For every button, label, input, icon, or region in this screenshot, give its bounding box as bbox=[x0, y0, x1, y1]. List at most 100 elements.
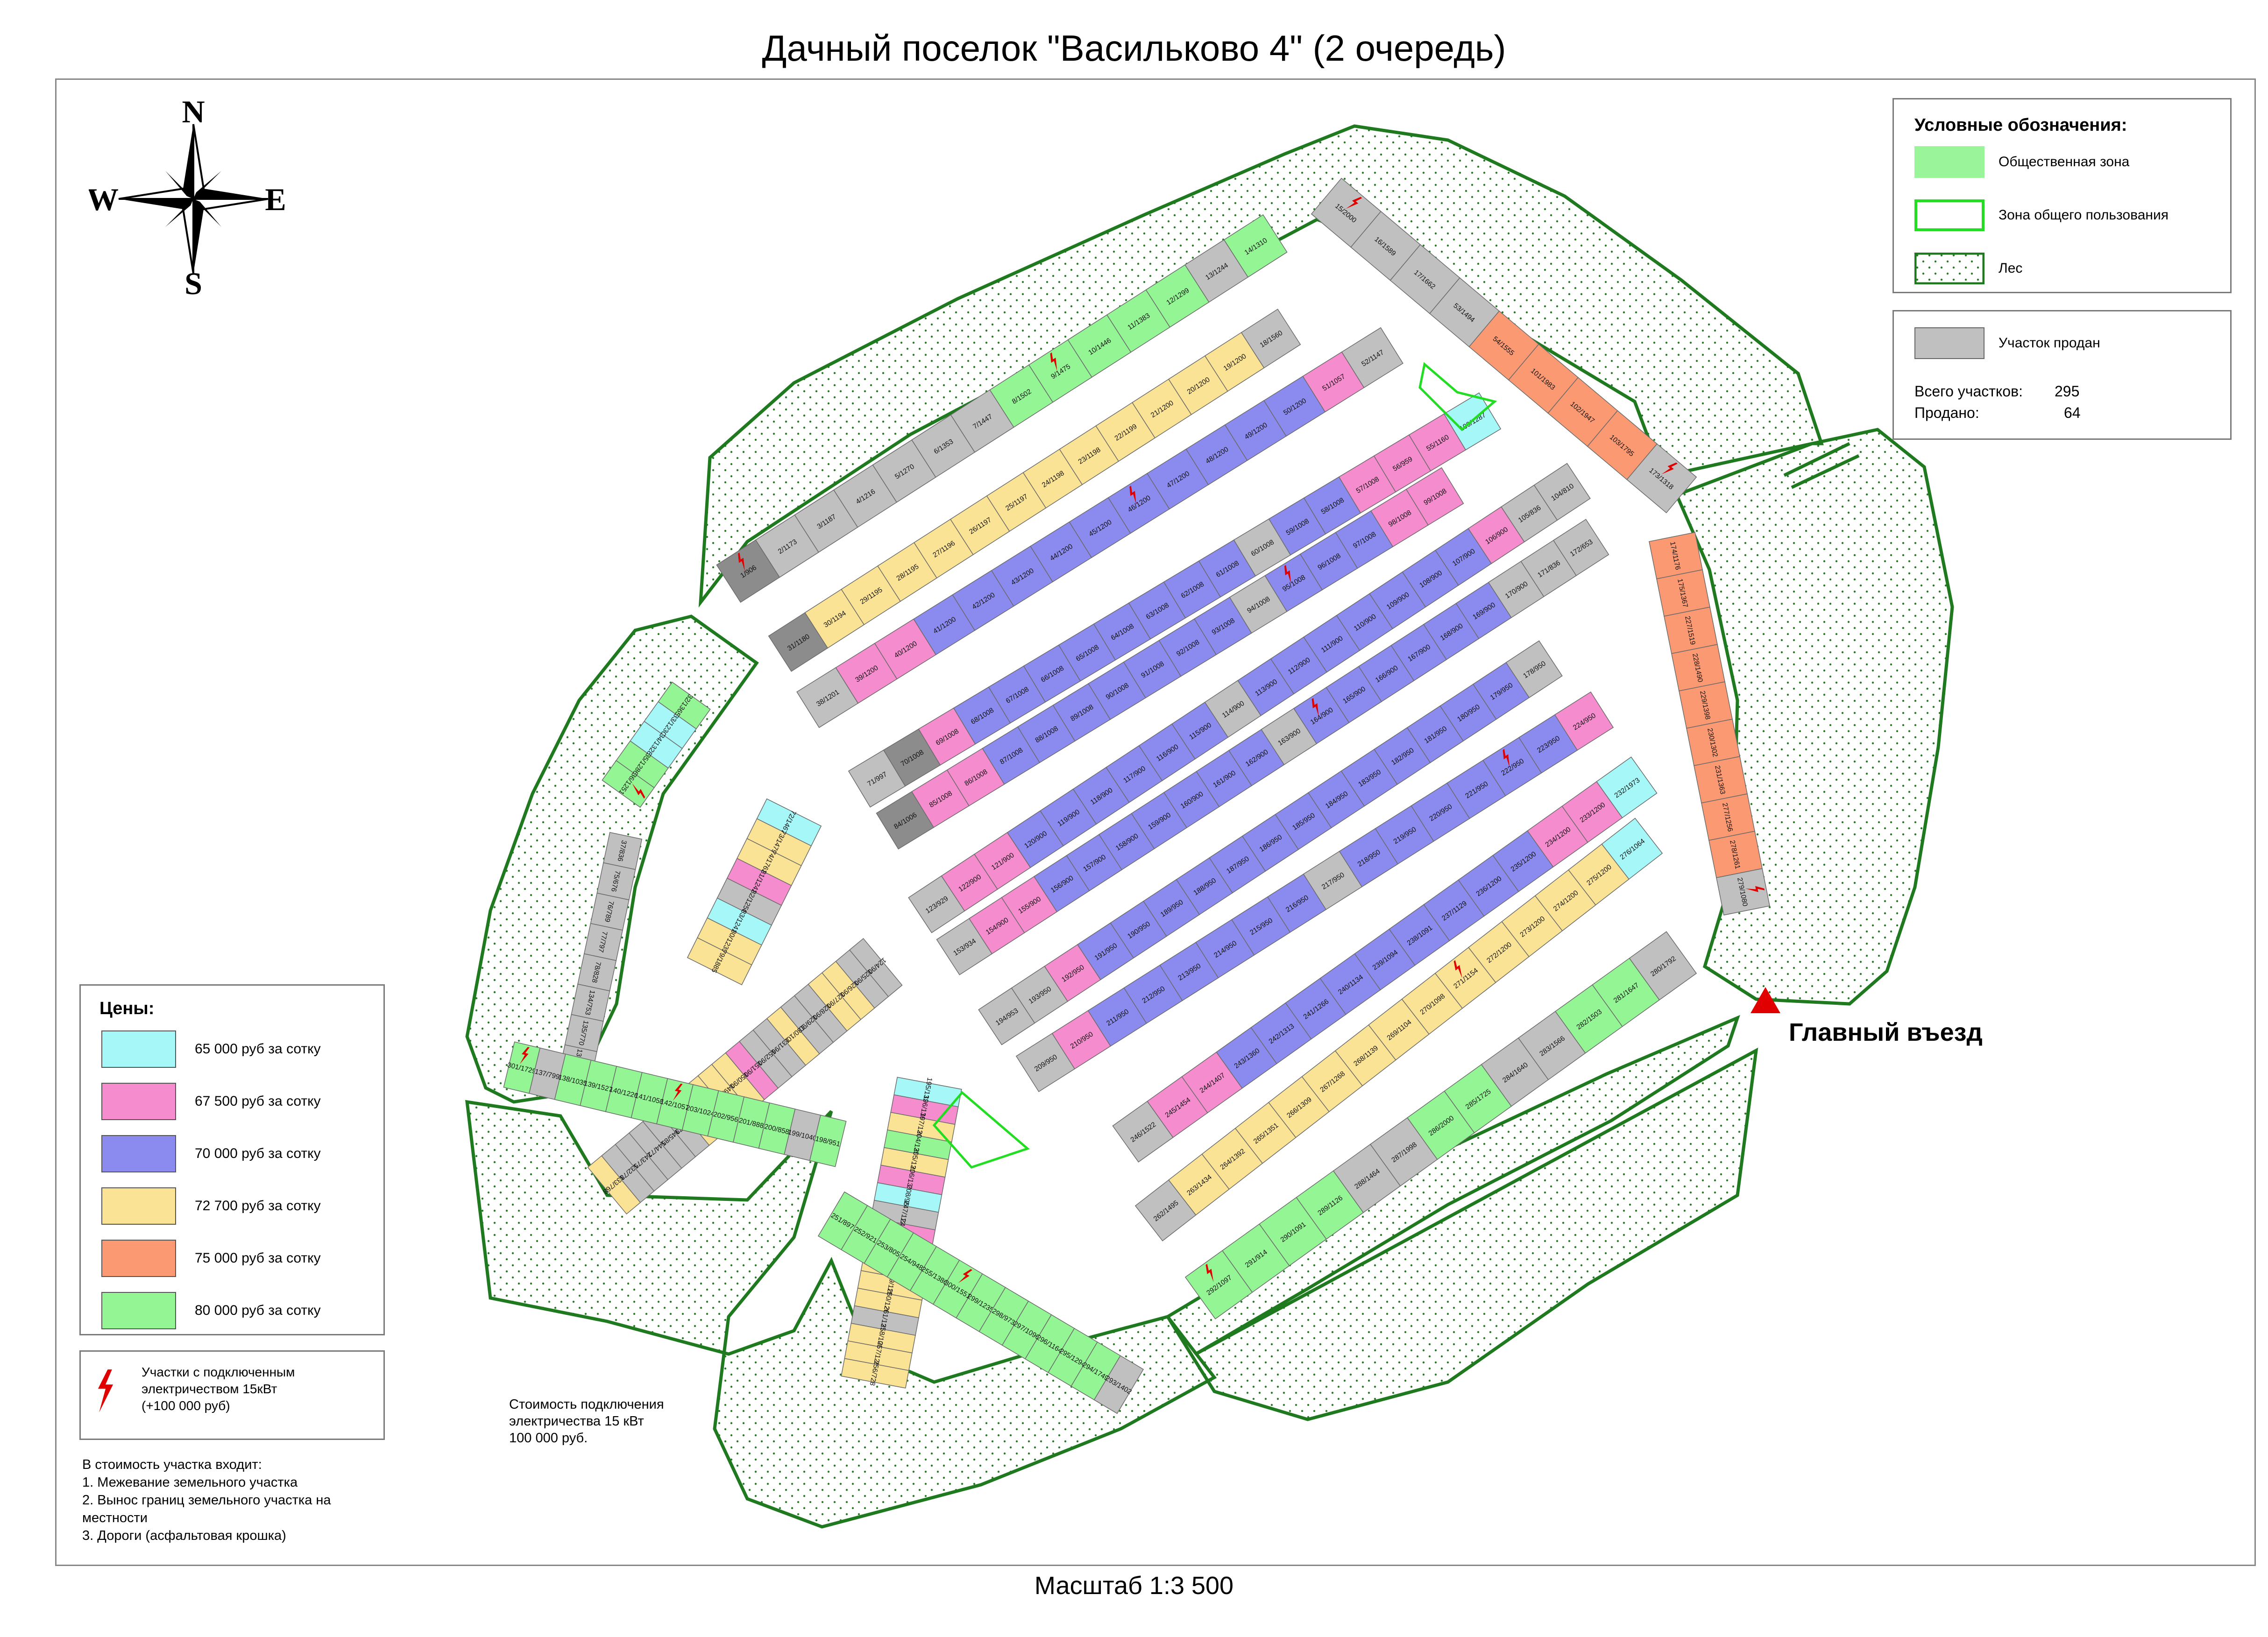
plot-parcel[interactable] bbox=[1554, 691, 1614, 751]
plot-parcel[interactable] bbox=[1093, 1355, 1144, 1414]
price-swatch bbox=[101, 1240, 176, 1277]
plot-parcel[interactable] bbox=[1533, 463, 1591, 521]
legend-item-sold: Участок продан bbox=[1914, 327, 2100, 359]
connection-cost-line: Стоимость подключения bbox=[509, 1397, 664, 1412]
price-legend-panel: Цены: 65 000 руб за сотку 67 500 руб за … bbox=[79, 984, 385, 1335]
plot-parcel[interactable] bbox=[1240, 309, 1301, 368]
price-item: 75 000 руб за сотку bbox=[101, 1240, 321, 1277]
includes-title: В стоимость участка входит: bbox=[82, 1457, 262, 1472]
legend-item-public-zone: Общественная зона bbox=[1914, 146, 2129, 178]
legend-swatch-forest bbox=[1914, 252, 1985, 285]
connection-cost-line: электричества 15 кВт bbox=[509, 1414, 644, 1429]
price-label: 80 000 руб за сотку bbox=[195, 1303, 321, 1318]
main-entrance-label: Главный въезд bbox=[1789, 1018, 1983, 1046]
price-swatch bbox=[101, 1083, 176, 1120]
legend-item-forest: Лес bbox=[1914, 252, 2023, 285]
page-title: Дачный поселок "Васильково 4" (2 очередь… bbox=[762, 28, 1506, 69]
forest-pattern-icon bbox=[1914, 252, 1985, 285]
main-entrance-marker bbox=[1751, 987, 1780, 1013]
connection-cost-line: 100 000 руб. bbox=[509, 1431, 588, 1446]
price-swatch bbox=[101, 1135, 176, 1172]
plot-row-row-west-mid: 72/146773/147974/176381/124282/125083/12… bbox=[687, 798, 822, 986]
plot-row-row-e-bottom: 246/1522245/1454244/1407243/1360242/1313… bbox=[1112, 756, 1658, 1163]
plot-row-row-c-top: 84/100685/100886/100887/100888/100889/10… bbox=[876, 467, 1464, 850]
price-label: 67 500 руб за сотку bbox=[195, 1094, 321, 1109]
common-use-zones bbox=[932, 362, 1497, 1169]
plot-row-row-a-top: 1/9062/11733/11874/12165/12706/13537/144… bbox=[716, 214, 1288, 603]
plot-row-row-c-bottom: 123/929122/900121/900120/900119/900118/9… bbox=[908, 463, 1591, 933]
plot-parcel[interactable] bbox=[1629, 931, 1697, 1001]
legend-label: Зона общего пользования bbox=[1999, 207, 2169, 223]
plot-row-row-f-top: 262/1495263/1434264/1392265/1351266/1309… bbox=[1134, 818, 1663, 1242]
legend-swatch-common-zone bbox=[1914, 199, 1984, 231]
plot-row-row-top-right: 15/200016/158917/166253/149454/1555101/1… bbox=[1311, 177, 1697, 514]
plot-parcel[interactable] bbox=[1341, 327, 1403, 388]
plot-parcel[interactable] bbox=[1716, 868, 1770, 916]
legend-swatch-sold bbox=[1914, 327, 1984, 359]
price-item: 70 000 руб за сотку bbox=[101, 1135, 321, 1172]
legend-label: Лес bbox=[1999, 261, 2023, 276]
includes-item: местности bbox=[82, 1510, 148, 1525]
plot-row-row-b-top: 38/120139/120040/120041/120042/120043/12… bbox=[796, 327, 1403, 728]
electricity-legend-line: (+100 000 руб) bbox=[142, 1398, 230, 1413]
map-scale: Масштаб 1:3 500 bbox=[1034, 1572, 1234, 1600]
electricity-legend-text: Участки с подключенным электричеством 15… bbox=[142, 1364, 375, 1414]
plot-row-row-e-top: 209/950210/950211/950212/950213/950214/9… bbox=[1015, 691, 1614, 1093]
price-label: 70 000 руб за сотку bbox=[195, 1146, 321, 1161]
compass-east-label: E bbox=[265, 182, 285, 217]
price-label: 75 000 руб за сотку bbox=[195, 1250, 321, 1266]
price-legend-title: Цены: bbox=[99, 999, 155, 1018]
plot-parcel[interactable] bbox=[809, 1115, 847, 1167]
plot-parcel[interactable] bbox=[1596, 756, 1658, 818]
includes-item: 1. Межевание земельного участка bbox=[82, 1475, 298, 1490]
legend-swatch-public-zone bbox=[1914, 146, 1984, 178]
plot-parcel[interactable] bbox=[1553, 519, 1609, 576]
plot-row-row-d-bottom: 194/953193/950192/950191/950190/950189/9… bbox=[978, 640, 1563, 1045]
plot-parcel[interactable] bbox=[1223, 214, 1288, 278]
sold-plots-value: 64 bbox=[2064, 404, 2081, 421]
plot-parcel[interactable] bbox=[1601, 818, 1663, 880]
plot-row-row-f-bottom: 292/1097291/914290/1091289/1126288/14642… bbox=[1184, 931, 1697, 1319]
legend-label: Участок продан bbox=[1999, 335, 2100, 351]
price-swatch bbox=[101, 1030, 176, 1068]
electricity-legend-panel: Участки с подключенным электричеством 15… bbox=[79, 1350, 385, 1440]
price-item: 72 700 руб за сотку bbox=[101, 1187, 321, 1225]
compass-north-label: N bbox=[182, 98, 205, 129]
plot-row-row-west-edge: 37/83675/67676/78977/79778/828134/753135… bbox=[558, 832, 643, 1083]
connection-cost-note: Стоимость подключения электричества 15 к… bbox=[509, 1396, 743, 1446]
compass-rose: N S W E bbox=[87, 94, 286, 306]
plot-parcel[interactable] bbox=[602, 760, 655, 808]
plot-row-row-south: 251/897252/921253/805254/948255/1386300/… bbox=[817, 1191, 1144, 1414]
plot-row-row-east: 174/1176175/1367227/1519228/1490229/1398… bbox=[1649, 532, 1770, 916]
price-includes-note: В стоимость участка входит: 1. Межевание… bbox=[82, 1456, 372, 1545]
sold-panel: Участок продан Всего участков:295 Продан… bbox=[1892, 310, 2232, 440]
plot-parcel[interactable] bbox=[1405, 467, 1464, 526]
plots-layer: 1/9062/11733/11874/12165/12706/13537/144… bbox=[503, 177, 1770, 1414]
electricity-legend-line: электричеством 15кВт bbox=[142, 1382, 277, 1396]
plot-parcel[interactable] bbox=[1626, 443, 1697, 514]
sold-stats: Всего участков:295 Продано:64 bbox=[1914, 381, 2081, 423]
includes-item: 2. Вынос границ земельного участка на bbox=[82, 1493, 331, 1508]
legend-panel: Условные обозначения: Общественная зона … bbox=[1892, 98, 2232, 293]
plot-parcel[interactable] bbox=[587, 1155, 641, 1215]
total-plots-value: 295 bbox=[2055, 383, 2080, 400]
plot-parcel[interactable] bbox=[1505, 640, 1563, 699]
plot-row-row-d-top: 153/934154/900155/900156/900157/900158/9… bbox=[936, 519, 1609, 975]
compass-south-label: S bbox=[184, 266, 202, 301]
total-plots-label: Всего участков: bbox=[1914, 383, 2023, 400]
lightning-icon bbox=[95, 1369, 116, 1412]
price-item: 67 500 руб за сотку bbox=[101, 1083, 321, 1120]
legend-item-common-zone: Зона общего пользования bbox=[1914, 199, 2169, 231]
map-frame bbox=[55, 78, 2256, 1566]
electricity-legend-line: Участки с подключенным bbox=[142, 1365, 295, 1379]
plot-row-row-a-bottom: 31/118030/119429/119528/119527/119626/11… bbox=[768, 309, 1301, 672]
plot-parcel[interactable] bbox=[687, 937, 752, 986]
price-swatch bbox=[101, 1187, 176, 1225]
legend-title: Условные обозначения: bbox=[1914, 115, 2127, 135]
plot-parcel[interactable] bbox=[841, 1358, 909, 1389]
plot-row-row-southwest: 301/1729137/799138/1035139/1527140/12261… bbox=[503, 1041, 847, 1167]
price-item: 65 000 руб за сотку bbox=[101, 1030, 321, 1068]
price-swatch bbox=[101, 1292, 176, 1329]
